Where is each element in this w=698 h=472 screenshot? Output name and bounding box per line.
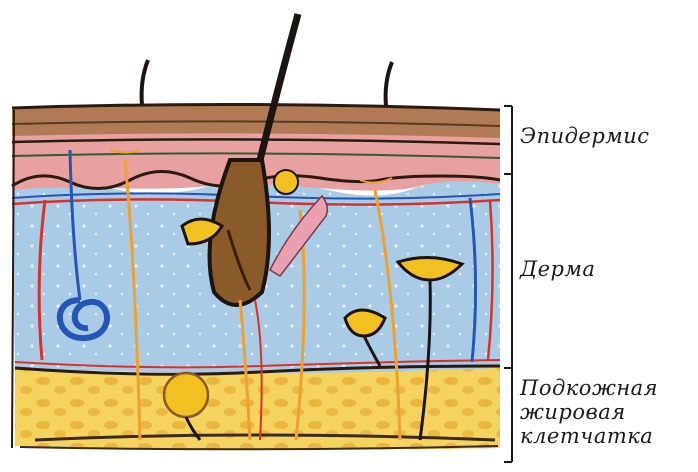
label-epidermis: Эпидермис (520, 124, 650, 148)
label-subcutaneous: Подкожная жировая клетчатка (520, 376, 658, 448)
label-bracket (504, 106, 512, 462)
label-subcutaneous-line-3: клетчатка (520, 424, 658, 448)
label-subcutaneous-line-1: Подкожная (520, 376, 658, 400)
label-dermis: Дерма (520, 257, 595, 281)
small-hairs (142, 60, 392, 106)
label-subcutaneous-line-2: жировая (520, 400, 658, 424)
